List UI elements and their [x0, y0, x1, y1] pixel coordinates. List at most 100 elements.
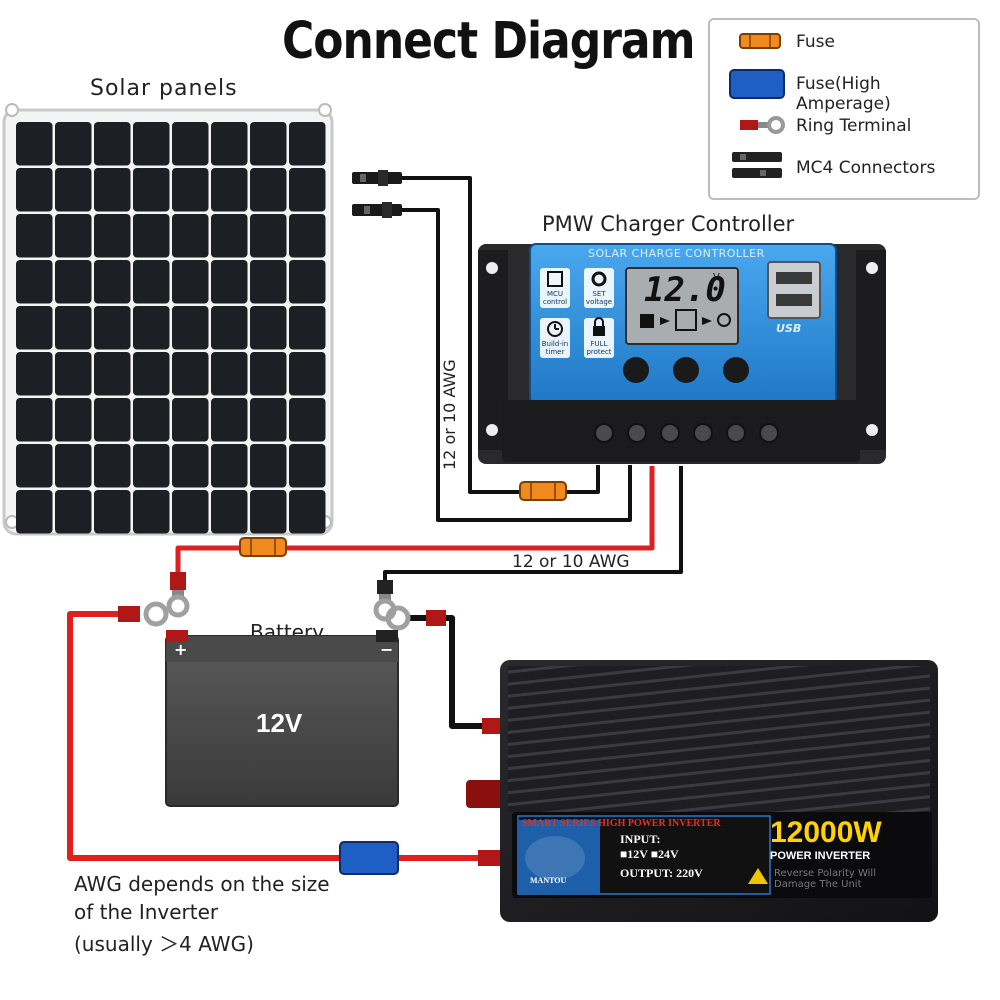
solar-cell — [289, 122, 326, 166]
solar-cell — [16, 444, 53, 488]
feature-mcu-line1: MCU — [546, 290, 564, 298]
feature-timer-line2: timer — [545, 348, 565, 356]
solar-cell — [211, 260, 248, 304]
inverter-warning: Reverse Polarity Will Damage The Unit — [774, 868, 876, 890]
high-amperage-fuse-icon — [729, 69, 785, 99]
solar-cell — [94, 398, 131, 442]
solar-cell — [211, 352, 248, 396]
solar-cell — [289, 306, 326, 350]
solar-cell — [250, 352, 287, 396]
solar-cell — [16, 122, 53, 166]
solar-cell — [94, 214, 131, 258]
mc4-connector-bottom — [352, 202, 402, 218]
solar-cell — [172, 490, 209, 534]
feature-mcu-control: MCU control — [540, 290, 570, 306]
solar-cell — [94, 444, 131, 488]
battery-to-inverter-wires — [67, 601, 504, 875]
solar-cell — [94, 352, 131, 396]
solar-cell — [172, 306, 209, 350]
legend-label-fuse: Fuse — [796, 32, 835, 52]
feature-full-protect: FULL protect — [584, 340, 614, 356]
inverter-series-text: SMART SERIES HIGH POWER INVERTER — [522, 818, 721, 829]
inverter-brand: MANTOU — [530, 876, 567, 885]
feature-timer-line1: Build-in — [541, 340, 569, 348]
solar-cell — [94, 260, 131, 304]
inverter-power-sub: POWER INVERTER — [770, 850, 871, 862]
solar-cell — [211, 168, 248, 212]
battery-label: Battery — [250, 620, 325, 644]
inverter-awg-note-line2: of the Inverter — [74, 900, 219, 924]
lcd-voltage-readout: 12.0 — [644, 270, 726, 310]
legend-label-ring-terminal: Ring Terminal — [796, 116, 912, 136]
solar-cell — [55, 490, 92, 534]
solar-cell — [211, 398, 248, 442]
solar-cell — [94, 168, 131, 212]
feature-protect-line1: FULL — [590, 340, 608, 348]
chip-icon — [547, 271, 563, 287]
feature-protect-line2: protect — [586, 348, 612, 356]
inverter-awg-note-line1: AWG depends on the size — [74, 872, 330, 896]
solar-cell — [211, 306, 248, 350]
awg-vertical-label: 12 or 10 AWG — [440, 359, 459, 470]
clock-icon — [547, 321, 563, 337]
solar-cell — [172, 444, 209, 488]
solar-cell — [289, 168, 326, 212]
solar-cell — [250, 260, 287, 304]
feature-set-voltage: SET voltage — [584, 290, 614, 306]
solar-cell — [250, 444, 287, 488]
solar-cell — [250, 122, 287, 166]
ring-terminal-neg-inv — [385, 605, 446, 631]
solar-cell — [289, 398, 326, 442]
feature-set-line1: SET — [592, 290, 606, 298]
solar-cell — [94, 122, 131, 166]
feature-set-line2: voltage — [585, 298, 613, 306]
solar-cell — [289, 214, 326, 258]
page-title: Connect Diagram — [282, 12, 695, 71]
battery-plus-sign: + — [174, 640, 188, 659]
solar-cell — [172, 352, 209, 396]
feature-build-in-timer: Build-in timer — [538, 340, 572, 356]
controller-brand-strip: SOLAR CHARGE CONTROLLER — [588, 247, 765, 260]
solar-cell — [133, 168, 170, 212]
solar-cell — [133, 306, 170, 350]
feature-mcu-line2: control — [542, 298, 568, 306]
ring-terminal-neg-ctrl — [373, 580, 397, 622]
solar-cell — [133, 490, 170, 534]
solar-cell — [133, 214, 170, 258]
inverter-input-label: INPUT: — [620, 832, 661, 846]
inverter-input-options: ■12V ■24V — [620, 847, 679, 861]
solar-panels-label: Solar panels — [90, 76, 238, 101]
solar-cell — [211, 490, 248, 534]
solar-cell — [250, 306, 287, 350]
fuse-icon — [739, 33, 781, 49]
solar-cell — [172, 260, 209, 304]
solar-cell — [55, 122, 92, 166]
usb-label: USB — [776, 322, 802, 335]
solar-cell — [133, 260, 170, 304]
solar-cell — [133, 444, 170, 488]
solar-cell — [250, 398, 287, 442]
panel-fuse — [519, 481, 567, 501]
solar-cell — [172, 398, 209, 442]
awg-horizontal-label: 12 or 10 AWG — [512, 552, 630, 572]
solar-cell — [94, 490, 131, 534]
solar-cell — [211, 444, 248, 488]
legend-label-mc4: MC4 Connectors — [796, 158, 936, 178]
solar-cell — [250, 168, 287, 212]
usb-ports — [767, 261, 821, 319]
solar-cell — [250, 490, 287, 534]
solar-cell — [55, 260, 92, 304]
solar-cell — [133, 398, 170, 442]
solar-cell — [211, 122, 248, 166]
solar-cell — [16, 168, 53, 212]
inverter-output-label: OUTPUT: 220V — [620, 866, 703, 880]
solar-cell — [16, 260, 53, 304]
solar-cell — [94, 306, 131, 350]
solar-cell — [172, 122, 209, 166]
lock-icon — [593, 317, 605, 336]
solar-cell — [172, 214, 209, 258]
solar-cell — [289, 260, 326, 304]
solar-cell — [55, 444, 92, 488]
solar-cell — [289, 490, 326, 534]
solar-cell — [55, 352, 92, 396]
